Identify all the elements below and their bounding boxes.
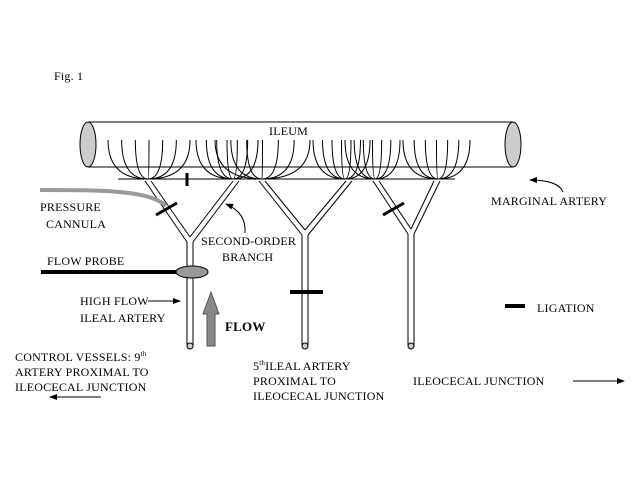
vasa-recta-2-6: [261, 139, 311, 180]
ileal-arteries: [144, 180, 441, 350]
vasa-recta-5-6: [437, 139, 471, 180]
vasa-recta-4-6: [374, 139, 401, 180]
vasa-recta-5-4: [437, 139, 449, 180]
vasa-recta-0-0: [107, 139, 149, 180]
ileocecal-junction-label: ILEOCECAL JUNCTION: [413, 374, 545, 388]
vasa-recta-0-4: [147, 139, 164, 180]
flow-probe-label: FLOW PROBE: [47, 254, 125, 268]
pressure-cannula-label-line1: PRESSURE: [40, 200, 101, 214]
vessel-third: [372, 180, 441, 350]
vasa-recta-2-0: [214, 139, 263, 180]
vasa-recta-5-1: [413, 139, 439, 180]
vasa-recta-3-6: [344, 139, 371, 180]
vasa-recta-3-0: [312, 139, 346, 180]
high-flow-label-line1: HIGH FLOW: [80, 294, 149, 308]
control-line1-sup: th: [140, 350, 147, 358]
fifth-artery-label-line2: PROXIMAL TO: [253, 374, 336, 388]
vessel-5th: [258, 180, 353, 350]
ileum-left-end: [79, 121, 97, 168]
second-order-label-line1: SECOND-ORDER: [201, 234, 297, 248]
vasa-recta-2-1: [230, 139, 263, 180]
marginal-artery-label: MARGINAL ARTERY: [491, 194, 608, 208]
vasa-recta-2-3: [261, 139, 263, 180]
vasa-recta-4-3: [372, 139, 376, 180]
vasa-recta-5-0: [402, 139, 439, 180]
vessel-high-flow: [144, 180, 240, 350]
vasa-recta-0-1: [121, 139, 149, 180]
vasa-recta-0-2: [134, 139, 149, 180]
ligation-branch-right: [382, 201, 405, 217]
vessel-third-end: [407, 342, 415, 350]
marginal-artery-arrow-icon: [529, 177, 564, 193]
flow-probe: [175, 265, 209, 279]
vasa-recta-5-3: [436, 139, 439, 180]
pressure-cannula-label-line2: CANNULA: [46, 217, 107, 231]
figure-caption: Fig. 1: [54, 69, 84, 83]
vasa-recta-5-2: [424, 139, 439, 180]
ileum-right-end: [504, 121, 522, 168]
vessel-high-flow-end: [186, 342, 194, 350]
ileum-label: ILEUM: [269, 124, 308, 138]
flow-label: FLOW: [225, 319, 266, 334]
vasa-recta-4-2: [362, 139, 376, 180]
ligation-legend-label: LIGATION: [537, 301, 595, 315]
vasa-recta-3-3: [341, 139, 346, 180]
flow-arrow-icon: [202, 290, 220, 347]
fifth-artery-label-line3: ILEOCECAL JUNCTION: [253, 389, 385, 403]
control-vessels-label-line2: ARTERY PROXIMAL TO: [15, 365, 149, 379]
fifth-line1-num: 5: [253, 359, 260, 373]
control-line1-text: CONTROL VESSELS: 9: [15, 350, 141, 364]
vasa-recta-4-5: [374, 139, 392, 180]
pressure-cannula: [39, 188, 168, 208]
second-order-label-line2: BRANCH: [222, 250, 274, 264]
vasa-recta-5-5: [437, 139, 460, 180]
fifth-line1-text: ILEAL ARTERY: [265, 359, 351, 373]
vasa-recta-1-3: [226, 139, 234, 180]
vasa-recta-0-6: [147, 139, 191, 180]
fifth-artery-label-line1: 5thILEAL ARTERY: [253, 359, 351, 374]
vasa-recta-0-3: [147, 139, 150, 180]
ileum-tube: [79, 121, 522, 168]
cannula-tie: [155, 201, 178, 217]
fifth-line1-sup: th: [259, 359, 266, 367]
vasa-recta-2-4: [261, 139, 279, 180]
vasa-recta-2-2: [246, 139, 263, 180]
vasa-recta-1-2: [216, 139, 234, 180]
high-flow-label-line2: ILEAL ARTERY: [80, 311, 166, 325]
control-vessels-label-line1: CONTROL VESSELS: 9th: [15, 350, 146, 365]
vasa-recta-4-4: [374, 139, 383, 180]
vasa-recta-3-2: [331, 139, 346, 180]
vasa-recta-1-6: [232, 139, 259, 180]
vasa-recta-1-5: [232, 139, 249, 180]
second-order-arrow-icon: [225, 203, 246, 234]
vessel-5th-end: [301, 342, 309, 350]
vasa-recta-arcades: [107, 139, 471, 180]
control-vessels-label-line3: ILEOCECAL JUNCTION: [15, 380, 147, 394]
